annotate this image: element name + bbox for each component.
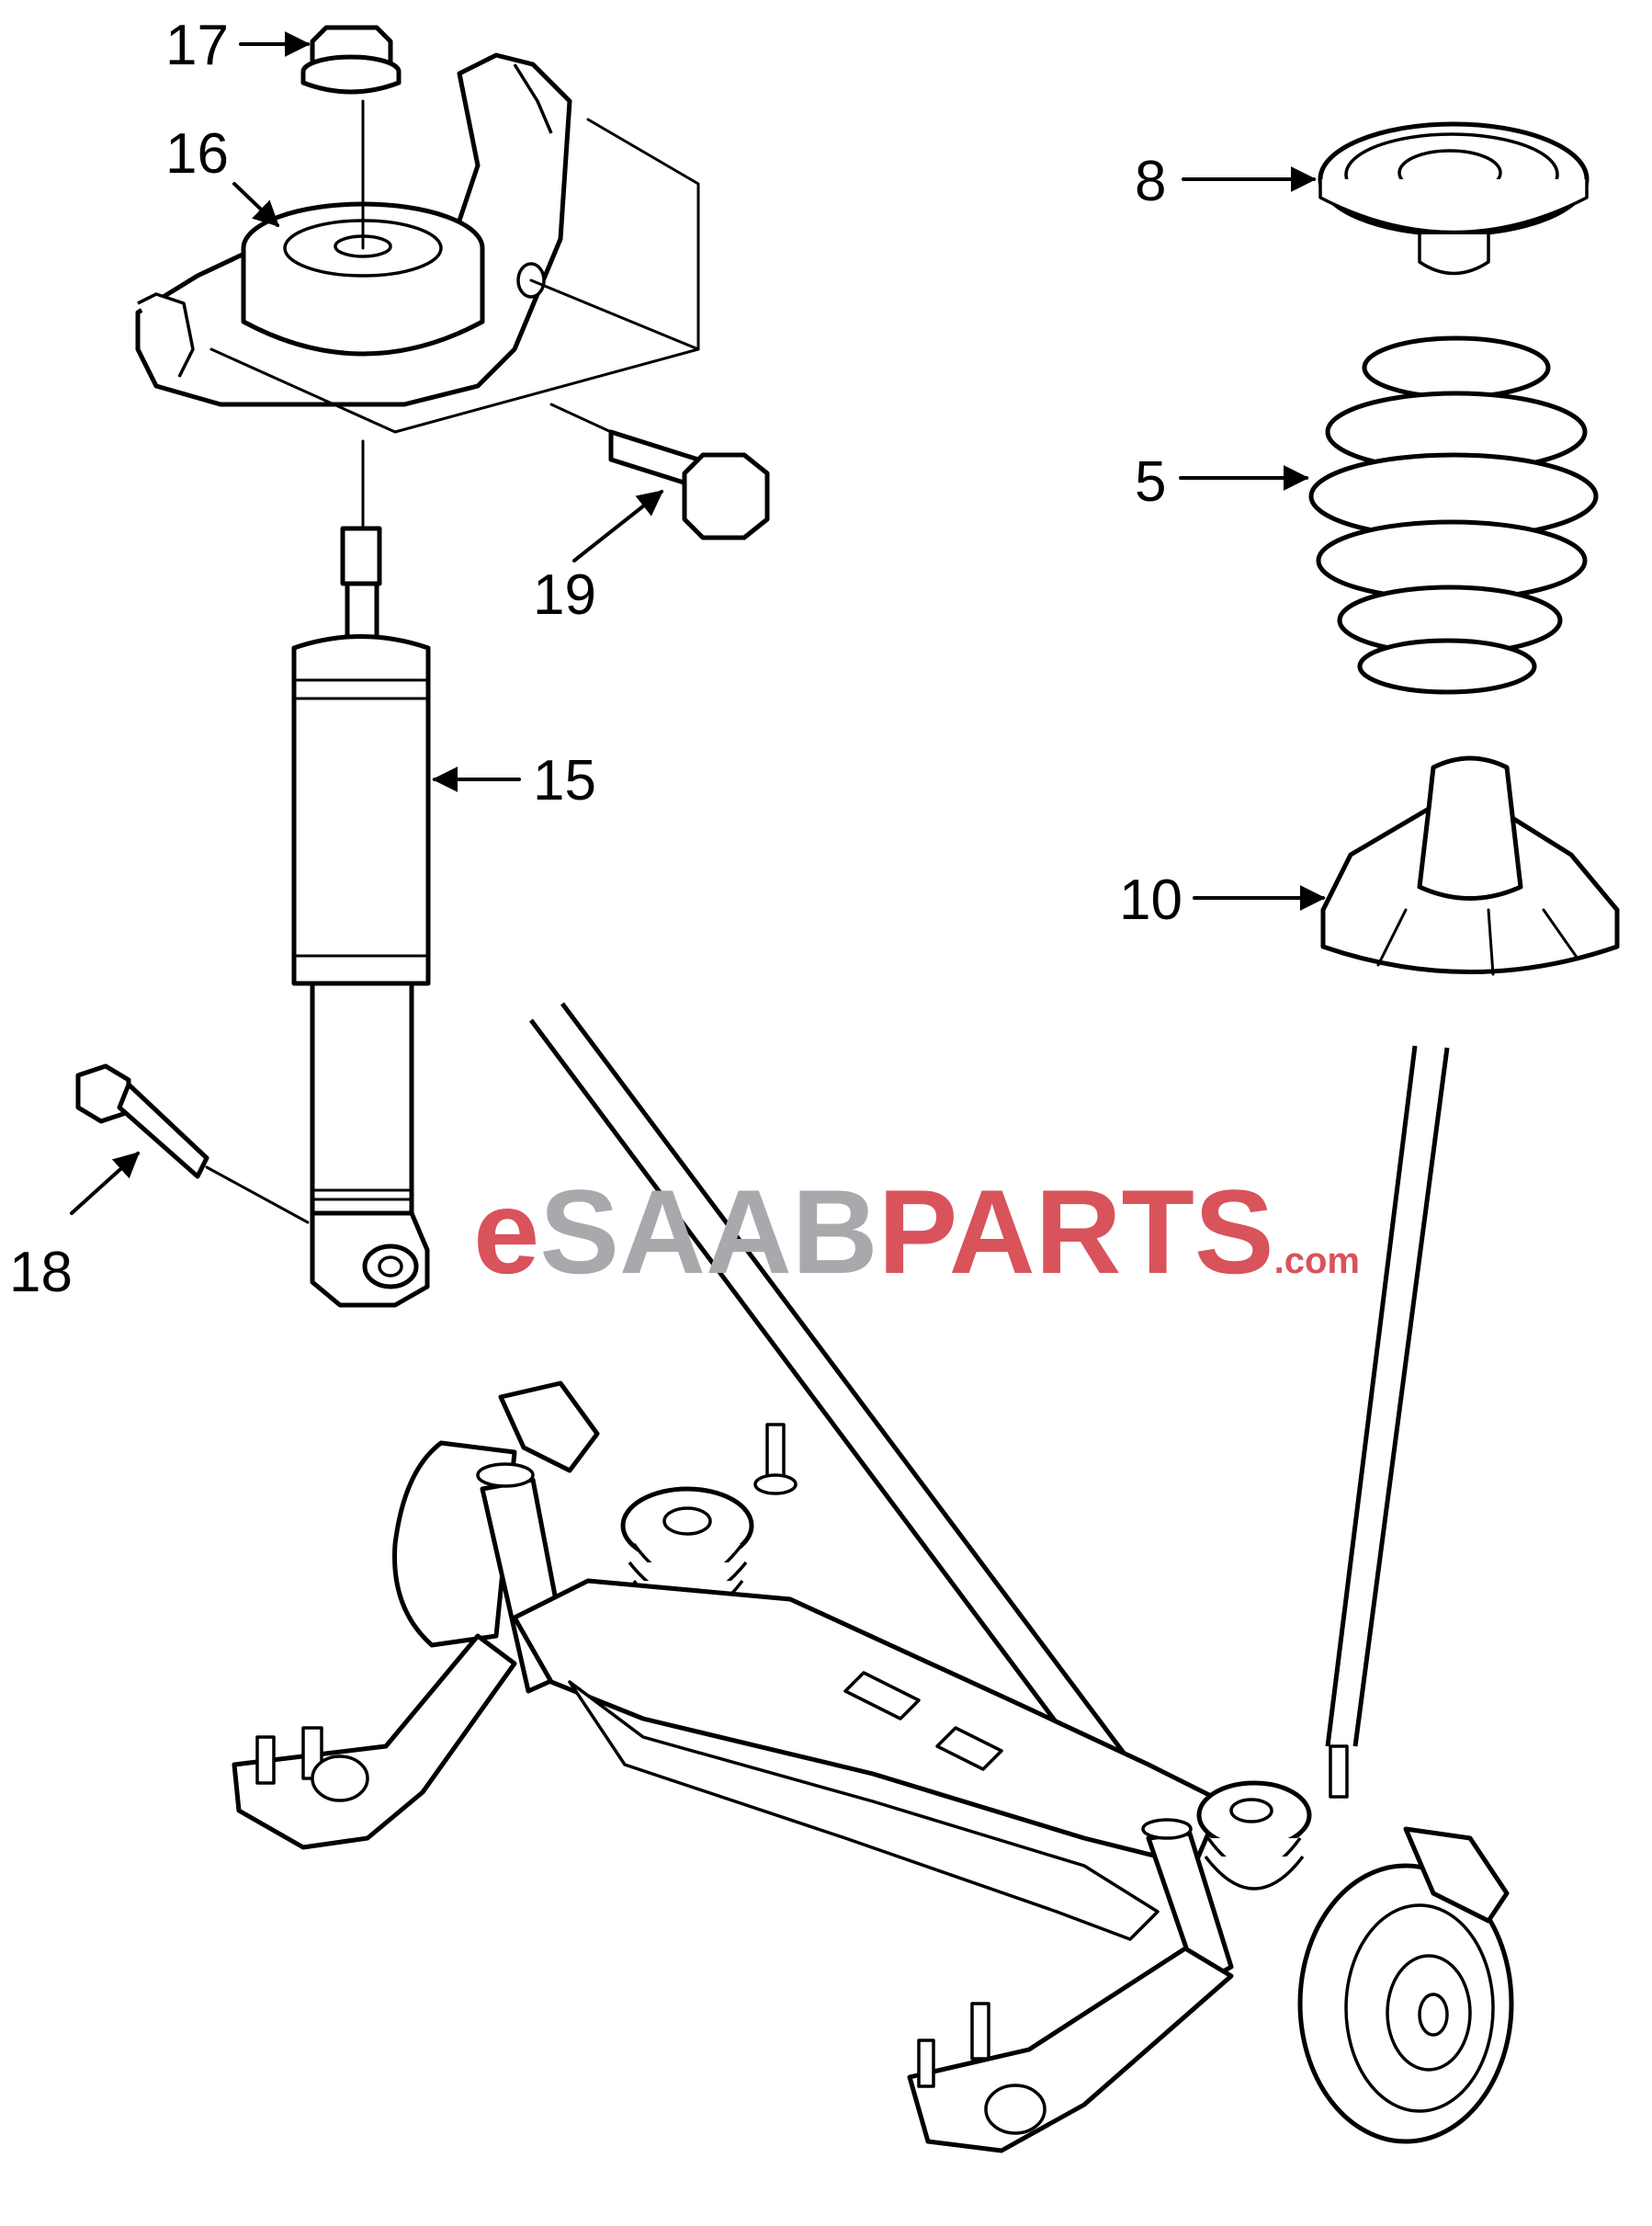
shock-absorber — [291, 439, 431, 1308]
logo-prefix: e — [473, 1164, 539, 1299]
logo-tld: .com — [1274, 1241, 1360, 1281]
shock-lower-bolt — [75, 1063, 310, 1224]
callout-16: 16 — [165, 122, 229, 186]
callout-labels: 17 16 19 15 18 8 5 10 — [9, 14, 1182, 1304]
upper-spring-seat — [1318, 121, 1590, 276]
callout-5: 5 — [1135, 450, 1166, 514]
bracket-bolt — [549, 403, 770, 540]
esaabparts-logo: eSAABPARTS.com — [473, 1164, 1360, 1299]
callout-8: 8 — [1135, 150, 1166, 213]
logo-middle: SAAB — [539, 1164, 877, 1299]
bump-stop — [1320, 755, 1620, 976]
callout-17: 17 — [165, 14, 229, 77]
callout-15: 15 — [533, 749, 596, 812]
callout-18: 18 — [9, 1241, 73, 1304]
callout-19: 19 — [533, 563, 596, 627]
callout-10: 10 — [1119, 869, 1182, 932]
svg-text:eSAABPARTS.com: eSAABPARTS.com — [473, 1164, 1360, 1299]
rear-axle-assembly — [232, 1380, 1514, 2153]
flange-nut — [300, 25, 402, 250]
logo-suffix: PARTS — [878, 1164, 1274, 1299]
coil-spring — [1308, 335, 1599, 695]
top-mount-bracket — [135, 52, 700, 434]
leader-lines — [70, 31, 1326, 1215]
